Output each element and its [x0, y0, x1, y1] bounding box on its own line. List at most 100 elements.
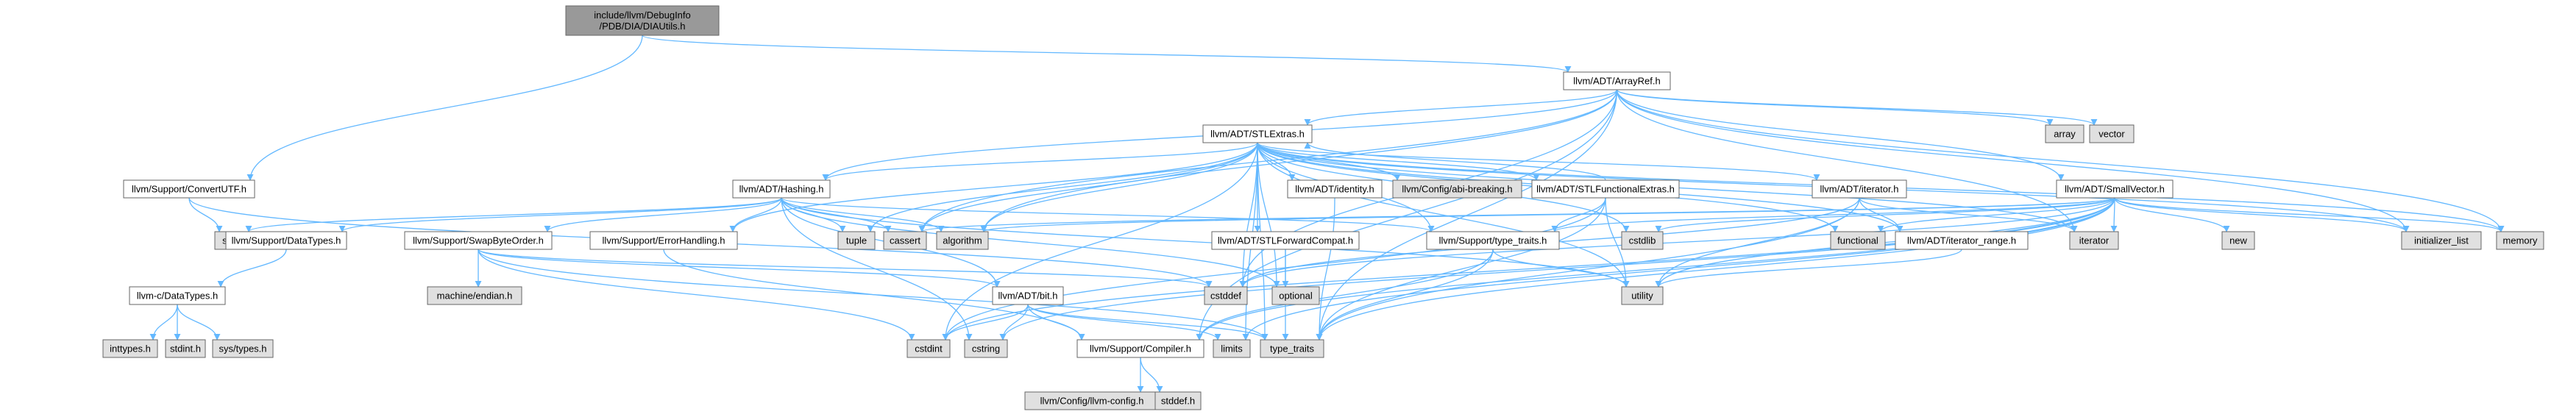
node-label: include/llvm/DebugInfo: [594, 10, 691, 21]
node-inttypes: inttypes.h: [102, 339, 158, 358]
node-box: [964, 339, 1008, 358]
edge-smallvector-to-initlist: [2114, 197, 2410, 232]
edge-hashing-to-utility: [781, 197, 1630, 288]
edge-stlextras-to-utility: [1257, 142, 1630, 288]
edge-bit-to-typetraits: [1027, 304, 1269, 341]
node-box: [1260, 339, 1324, 358]
node-stlforward[interactable]: llvm/ADT/STLForwardCompat.h: [1211, 231, 1360, 250]
edge-stlextras-to-algorithm: [980, 142, 1258, 232]
edge-hashing-to-typetraits_h: [781, 197, 1435, 232]
node-box: [1076, 339, 1204, 358]
node-box: [1154, 391, 1202, 410]
edge-hashing-to-tuple: [781, 197, 846, 232]
edge-convertutf-to-string: [188, 197, 223, 232]
node-datatypes[interactable]: llvm/Support/DataTypes.h: [225, 231, 347, 250]
node-stlfunctional[interactable]: llvm/ADT/STLFunctionalExtras.h: [1531, 179, 1680, 199]
node-smallvector[interactable]: llvm/ADT/SmallVector.h: [2056, 179, 2174, 199]
node-identity[interactable]: llvm/ADT/identity.h: [1287, 179, 1383, 199]
node-iteratorh[interactable]: llvm/ADT/iterator.h: [1812, 179, 1907, 199]
node-convertutf[interactable]: llvm/Support/ConvertUTF.h: [123, 179, 255, 199]
edge-stlextras-to-tuple: [867, 142, 1258, 232]
edge-stlextras-to-optional: [1257, 142, 1280, 288]
node-compiler[interactable]: llvm/Support/Compiler.h: [1076, 339, 1204, 358]
node-cstring: cstring: [964, 339, 1008, 358]
edge-stlfunctional-to-typetraits: [1316, 197, 1606, 341]
node-label: llvm/ADT/STLFunctionalExtras.h: [1536, 184, 1675, 195]
edge-bit-to-compiler: [1027, 304, 1085, 341]
node-box: [1204, 286, 1248, 305]
edge-smallvector-to-cstddef: [1239, 197, 2115, 288]
node-cdatatypes[interactable]: llvm-c/DataTypes.h: [129, 286, 226, 305]
node-label: iterator: [2079, 235, 2110, 246]
node-box: [1211, 231, 1360, 250]
edge-stlextras-to-iteratorh: [1257, 142, 1820, 181]
edge-arrayref-to-memory: [1616, 89, 2505, 232]
node-root[interactable]: include/llvm/DebugInfo/PDB/DIA/DIAUtils.…: [565, 5, 720, 36]
edge-bit-to-cstdint: [942, 304, 1029, 341]
node-label: llvm/ADT/iterator.h: [1820, 184, 1899, 195]
node-bit[interactable]: llvm/ADT/bit.h: [992, 286, 1064, 305]
node-iterrange[interactable]: llvm/ADT/iterator_range.h: [1895, 231, 2029, 250]
node-stdint: stdint.h: [165, 339, 206, 358]
node-cstddef: cstddef: [1204, 286, 1248, 305]
node-label: llvm/Config/abi-breaking.h: [1402, 184, 1512, 195]
node-hashing[interactable]: llvm/ADT/Hashing.h: [732, 179, 831, 199]
node-label: llvm/Support/SwapByteOrder.h: [413, 235, 544, 246]
edge-typetraits_h-to-utility: [1492, 249, 1630, 288]
node-box: [2045, 124, 2084, 143]
node-label: stdint.h: [170, 343, 201, 354]
node-label: llvm/Support/Compiler.h: [1090, 343, 1191, 354]
node-memory: memory: [2496, 231, 2544, 250]
node-utility: utility: [1621, 286, 1664, 305]
node-label: llvm/ADT/bit.h: [998, 291, 1058, 302]
node-box: [2401, 231, 2482, 250]
edge-swapbyteorder-to-cstddef: [478, 249, 1213, 288]
edge-smallvector-to-cstring: [999, 197, 2115, 341]
node-label: optional: [1279, 291, 1313, 302]
edge-cdatatypes-to-systypes: [177, 304, 221, 341]
node-label: llvm/Support/DataTypes.h: [232, 235, 341, 246]
node-label: llvm/ADT/SmallVector.h: [2065, 184, 2165, 195]
node-swapbyteorder[interactable]: llvm/Support/SwapByteOrder.h: [404, 231, 553, 250]
edge-identity-to-typetraits: [1316, 197, 1335, 341]
node-box: [565, 5, 720, 36]
node-arrayref[interactable]: llvm/ADT/ArrayRef.h: [1563, 71, 1671, 90]
node-initlist: initializer_list: [2401, 231, 2482, 250]
edge-compiler-to-stddef: [1140, 357, 1163, 393]
node-box: [1621, 286, 1664, 305]
edge-typetraits_h-to-typetraits: [1316, 249, 1494, 341]
edge-smallvector-to-cstdint: [942, 197, 2115, 341]
edge-stlfunctional-to-cstdint: [942, 197, 1606, 341]
edge-typetraits_h-to-compiler: [1196, 249, 1494, 341]
node-box: [129, 286, 226, 305]
edge-datatypes-to-cdatatypes: [217, 249, 287, 288]
node-box: [102, 339, 158, 358]
node-label: llvm/ADT/identity.h: [1295, 184, 1374, 195]
node-label: machine/endian.h: [437, 291, 513, 302]
node-vector: vector: [2089, 124, 2135, 143]
node-cassert: cassert: [883, 231, 927, 250]
node-label: sys/types.h: [219, 343, 266, 354]
node-stlextras[interactable]: llvm/ADT/STLExtras.h: [1202, 124, 1313, 143]
edge-arrayref-to-initlist: [1616, 89, 2410, 232]
node-label: llvm/Support/ConvertUTF.h: [132, 184, 246, 195]
node-label: llvm-c/DataTypes.h: [137, 291, 219, 302]
node-box: [2069, 231, 2119, 250]
node-label: vector: [2098, 129, 2125, 140]
node-iterator: iterator: [2069, 231, 2119, 250]
edge-swapbyteorder-to-cstdint: [478, 249, 915, 341]
edge-stlfunctional-to-stlextras: [1304, 142, 1606, 181]
edge-smallvector-to-typetraits: [1316, 197, 2115, 341]
edge-arrayref-to-vector: [1616, 89, 2098, 126]
node-box: [837, 231, 876, 250]
edge-smallvector-to-new: [2114, 197, 2230, 232]
node-errorhandling[interactable]: llvm/Support/ErrorHandling.h: [589, 231, 738, 250]
node-box: [1895, 231, 2029, 250]
node-box: [404, 231, 553, 250]
node-label: initializer_list: [2414, 235, 2469, 246]
node-array: array: [2045, 124, 2084, 143]
node-typetraits_h[interactable]: llvm/Support/type_traits.h: [1426, 231, 1560, 250]
node-box: [2496, 231, 2544, 250]
node-box: [1392, 179, 1522, 199]
edge-smallvector-to-cassert: [919, 197, 2115, 232]
